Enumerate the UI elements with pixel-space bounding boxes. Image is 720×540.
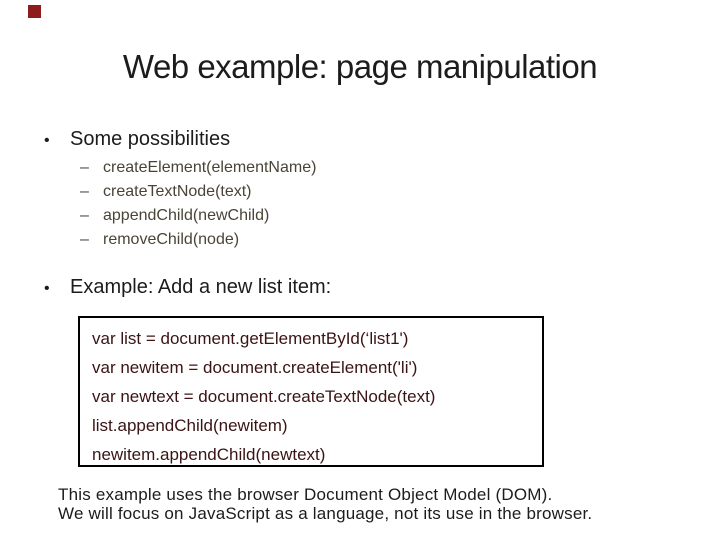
sub-bullet-label: createElement(elementName) [103, 159, 317, 176]
footer-note-line1: This example uses the browser Document O… [58, 485, 553, 504]
bullet-dot-icon: • [44, 132, 50, 149]
code-example-box: var list = document.getElementById(‘list… [78, 316, 544, 467]
sub-bullet-label: appendChild(newChild) [103, 207, 270, 224]
dash-bullet-icon: – [80, 183, 89, 200]
bullet-example: • Example: Add a new list item: [44, 276, 331, 300]
dash-bullet-icon: – [80, 231, 89, 248]
bullet-some-possibilities: • Some possibilities [44, 128, 230, 152]
sub-bullet-list: – createElement(elementName) – createTex… [80, 156, 316, 252]
code-line-create-textnode: var newtext = document.createTextNode(te… [92, 387, 436, 406]
code-line-append-item: list.appendChild(newitem) [92, 416, 288, 435]
footer-note-line2: We will focus on JavaScript as a languag… [58, 504, 593, 523]
code-line-create-element: var newitem = document.createElement('li… [92, 358, 418, 377]
slide-accent-square [28, 5, 41, 18]
slide-title: Web example: page manipulation [122, 48, 598, 85]
bullet-example-label: Example: Add a new list item: [70, 276, 332, 298]
code-line-append-text: newitem.appendChild(newtext) [92, 445, 326, 464]
dash-bullet-icon: – [80, 207, 89, 224]
sub-bullet-remove-child: – removeChild(node) [80, 228, 316, 252]
bullet-some-possibilities-label: Some possibilities [70, 128, 231, 150]
sub-bullet-label: removeChild(node) [103, 231, 240, 248]
sub-bullet-create-textnode: – createTextNode(text) [80, 180, 316, 204]
sub-bullet-create-element: – createElement(elementName) [80, 156, 316, 180]
footer-note: This example uses the browser Document O… [58, 485, 592, 523]
bullet-dot-icon: • [44, 280, 50, 297]
sub-bullet-append-child: – appendChild(newChild) [80, 204, 316, 228]
sub-bullet-label: createTextNode(text) [103, 183, 252, 200]
dash-bullet-icon: – [80, 159, 89, 176]
code-line-get-element: var list = document.getElementById(‘list… [92, 329, 409, 348]
